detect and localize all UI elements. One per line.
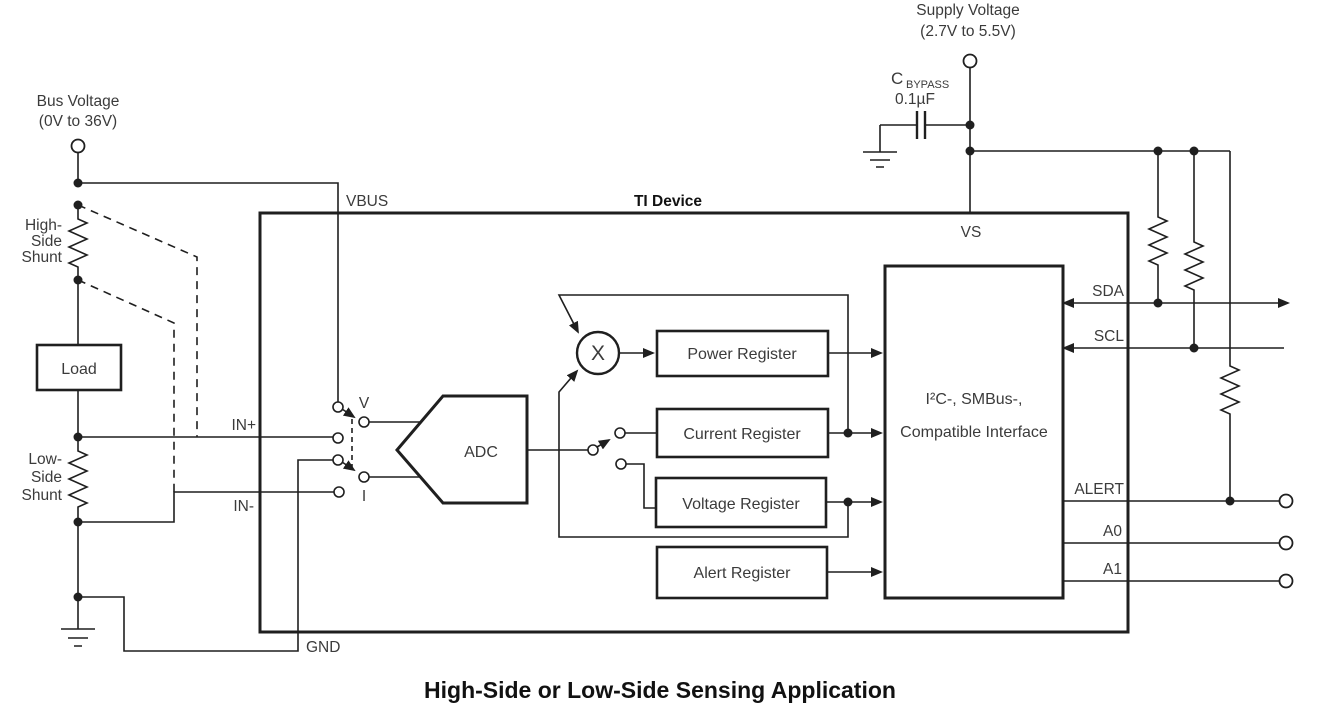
junction-dot [1189, 146, 1199, 156]
dashed-highside-to-inminus [77, 279, 175, 492]
bus-voltage-terminal [70, 138, 86, 154]
alert-register-label: Alert Register [694, 565, 792, 582]
junction-dot [843, 428, 853, 438]
pin-in-plus: IN+ [231, 417, 256, 434]
a1-terminal [1278, 573, 1294, 589]
junction-dot [1189, 343, 1199, 353]
load-box [35, 343, 123, 392]
high-side-shunt-resistor [67, 205, 89, 280]
high-shunt-label-2: Side [31, 233, 62, 250]
supply-voltage-terminal [962, 53, 978, 69]
a0-terminal [1278, 535, 1294, 551]
adc-mux-contact-voltage [615, 458, 627, 470]
junction-dot [73, 178, 83, 188]
switch-contact-v [358, 416, 370, 428]
ti-device-box [258, 211, 1130, 634]
cap-symbol-label: C [891, 69, 903, 88]
feedback-voltage-to-multiplier [558, 369, 849, 538]
sda-pullup-resistor [1147, 151, 1169, 303]
cap-value-label: 0.1µF [895, 91, 935, 108]
capacitor-symbol [915, 111, 927, 139]
feedback-current-to-multiplier [557, 294, 849, 433]
load-label: Load [61, 361, 97, 378]
high-shunt-label-1: High- [25, 217, 62, 234]
interface-label-1: I²C-, SMBus-, [926, 391, 1023, 408]
wire-vbus [78, 182, 339, 402]
junction-dot [73, 275, 83, 285]
adc-block [395, 394, 529, 505]
pin-sda: SDA [1092, 283, 1125, 300]
bus-voltage-range: (0V to 36V) [39, 113, 117, 130]
power-register-box [655, 329, 830, 378]
mux-label-v: V [359, 395, 370, 412]
wire-in-minus [78, 491, 334, 523]
pin-vbus: VBUS [346, 193, 388, 210]
pin-vs: VS [961, 224, 982, 241]
current-register-label: Current Register [683, 426, 801, 443]
supply-voltage-range: (2.7V to 5.5V) [920, 23, 1016, 40]
junction-dot [73, 432, 83, 442]
alert-pullup-resistor [1219, 151, 1241, 501]
alert-terminal [1278, 493, 1294, 509]
bus-voltage-label: Bus Voltage [37, 93, 120, 110]
pin-a0: A0 [1103, 523, 1122, 540]
wire-to-voltage-register [626, 463, 656, 509]
voltage-register-label: Voltage Register [682, 496, 800, 513]
adc-mux-pole [587, 444, 599, 456]
alert-register-box [655, 545, 829, 600]
low-shunt-label-2: Side [31, 469, 62, 486]
switch-contact-inplus [332, 432, 344, 444]
adc-mux-wiper [596, 438, 611, 450]
switch-contact-inminus [333, 486, 345, 498]
cap-subscript-label: BYPASS [906, 79, 949, 91]
scl-pullup-resistor [1183, 151, 1205, 348]
interface-box [883, 264, 1065, 600]
figure-caption: High-Side or Low-Side Sensing Applicatio… [424, 677, 896, 703]
ground-symbol [61, 628, 95, 647]
mux-label-i: I [362, 488, 366, 505]
switch-pole-vbus [332, 401, 344, 413]
switch-pole-gnd [332, 454, 344, 466]
current-register-box [655, 407, 830, 459]
voltage-register-box [654, 476, 828, 529]
junction-dot [843, 497, 853, 507]
pin-scl: SCL [1094, 328, 1125, 345]
power-register-label: Power Register [687, 346, 797, 363]
junction-dot [1153, 298, 1163, 308]
supply-voltage-label: Supply Voltage [916, 2, 1019, 19]
low-shunt-label-1: Low- [28, 451, 62, 468]
pin-in-minus: IN- [233, 498, 254, 515]
wire-gnd-branch [78, 459, 333, 652]
cap-ground-symbol [863, 151, 897, 168]
low-side-shunt-resistor [67, 437, 89, 522]
device-title: TI Device [634, 193, 702, 210]
dashed-highside-to-inplus [77, 204, 198, 437]
junction-dot [73, 200, 83, 210]
pin-gnd: GND [306, 639, 340, 656]
low-shunt-label-3: Shunt [21, 487, 62, 504]
junction-dot [73, 592, 83, 602]
junction-dot [1225, 496, 1235, 506]
switch-contact-i [358, 471, 370, 483]
adc-mux-contact-current [614, 427, 626, 439]
multiplier-label: X [591, 342, 605, 365]
junction-dot [1153, 146, 1163, 156]
adc-label: ADC [464, 444, 498, 461]
interface-label-2: Compatible Interface [900, 424, 1048, 441]
pin-alert: ALERT [1074, 481, 1124, 498]
high-shunt-label-3: Shunt [21, 249, 62, 266]
junction-dot [965, 120, 975, 130]
switch-wiper-v [341, 407, 356, 419]
junction-dot [73, 517, 83, 527]
junction-dot [965, 146, 975, 156]
pin-a1: A1 [1103, 561, 1122, 578]
